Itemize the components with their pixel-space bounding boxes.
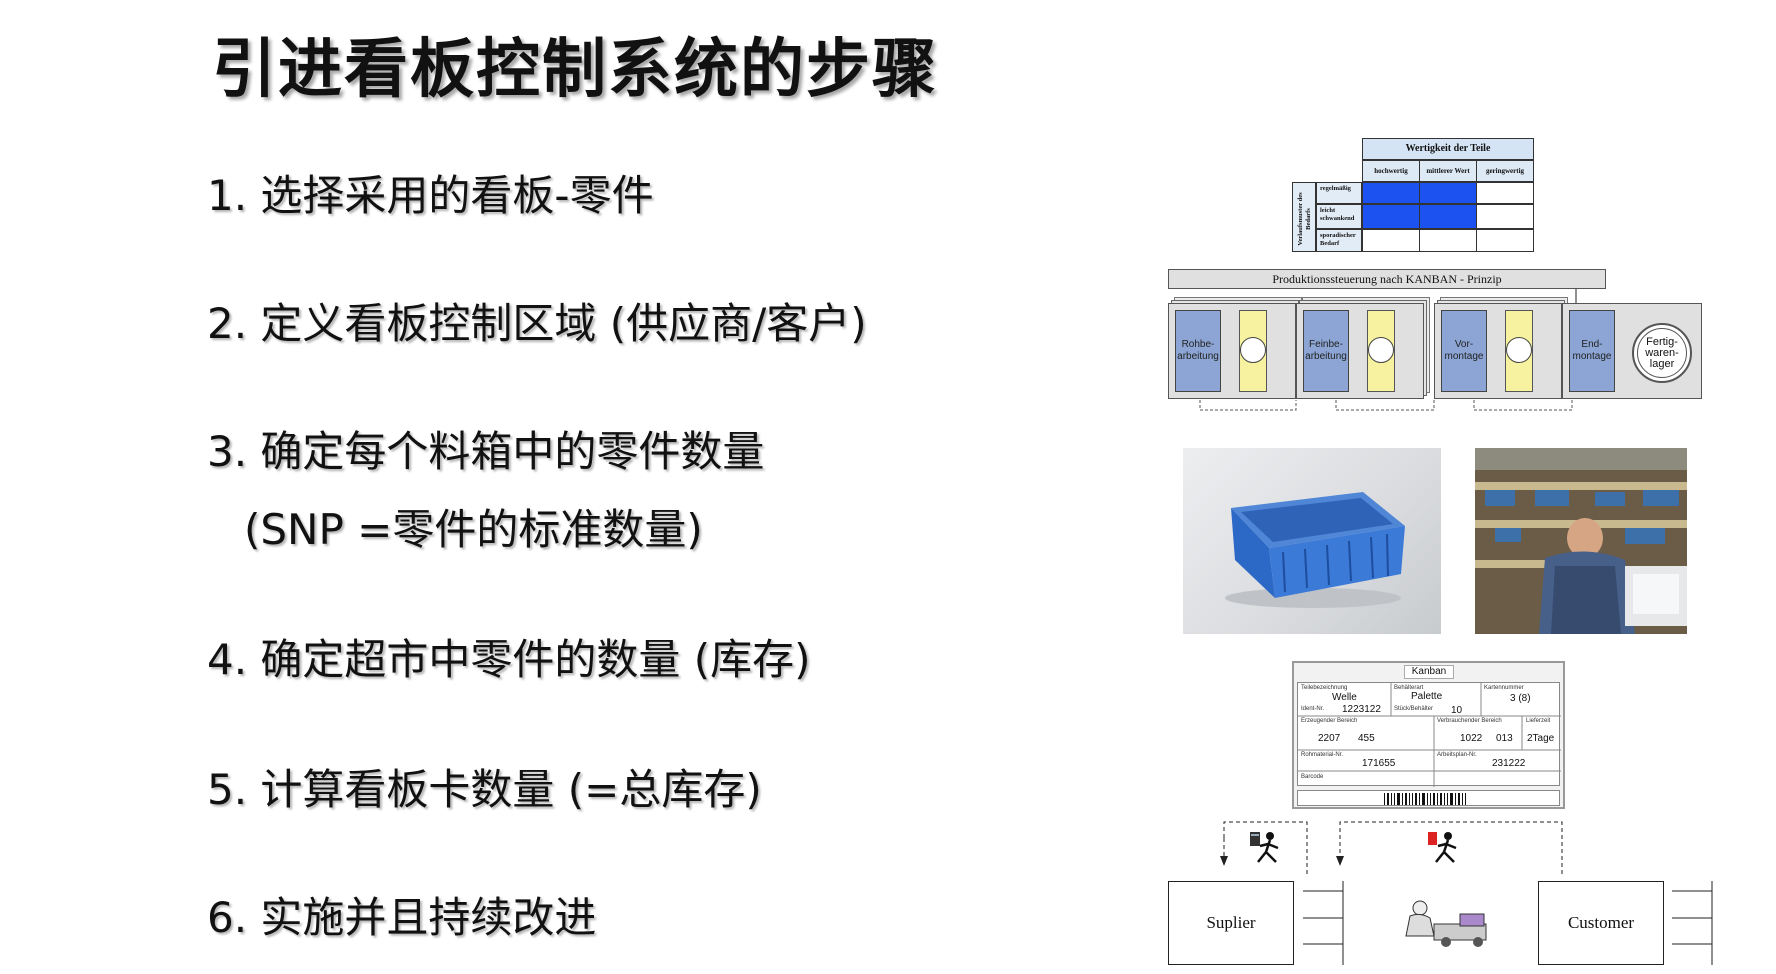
kanban-card-title: Kanban xyxy=(1404,665,1454,679)
stueck-label: Stück/Behälter xyxy=(1394,706,1434,712)
erzeugender-value-a: 2207 xyxy=(1318,733,1341,744)
kanban-card: Kanban Teilebezeichnung Welle Ident-Nr. … xyxy=(1292,661,1565,809)
barcode xyxy=(1297,790,1560,806)
arbeitsplan-value: 231222 xyxy=(1492,758,1526,769)
station-2: Feinbe- arbeitung xyxy=(1296,303,1424,399)
matrix-side-label: Verlaufsmuster des Bedarfs xyxy=(1292,182,1316,252)
matrix-header: Wertigkeit der Teile xyxy=(1362,138,1534,160)
behaelterart-label: Behälterart xyxy=(1394,685,1424,691)
step-2: 2. 定义看板控制区域 (供应商/客户) xyxy=(207,299,867,348)
teilebezeichnung-value: Welle xyxy=(1332,692,1357,703)
barcode-label: Barcode xyxy=(1301,774,1324,780)
station-1: Rohbe- arbeitung xyxy=(1168,303,1296,399)
station-process: End- montage xyxy=(1569,310,1615,392)
station-circle xyxy=(1506,337,1532,363)
verbrauchender-value-b: 013 xyxy=(1496,733,1513,744)
runner-icon xyxy=(1428,832,1457,863)
slide-title: 引进看板控制系统的步骤 xyxy=(212,33,938,107)
station-circle xyxy=(1368,337,1394,363)
ident-label: Ident-Nr. xyxy=(1301,706,1325,712)
station-process: Vor- montage xyxy=(1441,310,1487,392)
rohmaterial-label: Rohmaterial-Nr. xyxy=(1301,752,1344,758)
lieferzeit-value: 2Tage xyxy=(1527,733,1555,744)
teilebezeichnung-label: Teilebezeichnung xyxy=(1301,685,1348,691)
erzeugender-value-b: 455 xyxy=(1358,733,1375,744)
behaelterart-value: Palette xyxy=(1411,691,1443,702)
warehouse-worker-photo xyxy=(1475,448,1687,634)
station-process: Rohbe- arbeitung xyxy=(1175,310,1221,392)
step-1: 1. 选择采用的看板-零件 xyxy=(207,171,654,220)
customer-box: Customer xyxy=(1538,881,1664,965)
forklift-driver-icon xyxy=(1405,900,1487,947)
supplier-box: Suplier xyxy=(1168,881,1294,965)
station-process: Feinbe- arbeitung xyxy=(1303,310,1349,392)
matrix-col-medium: mittlerer Wert xyxy=(1419,160,1477,182)
flow-banner: Produktionssteuerung nach KANBAN - Prinz… xyxy=(1168,269,1606,289)
runner-icon xyxy=(1250,832,1279,863)
matrix-cell xyxy=(1476,182,1534,204)
matrix-cell xyxy=(1362,204,1420,229)
stueck-value: 10 xyxy=(1451,705,1463,716)
verbrauchender-label: Verbrauchender Bereich xyxy=(1437,718,1502,724)
step-3: 3. 确定每个料箱中的零件数量 xyxy=(207,427,765,476)
ident-value: 1223122 xyxy=(1342,704,1381,715)
station-label: Vor- montage xyxy=(1444,339,1484,362)
step-5: 5. 计算看板卡数量 (=总库存) xyxy=(207,765,762,814)
verbrauchender-value-a: 1022 xyxy=(1460,733,1483,744)
blue-bin-photo xyxy=(1183,448,1441,634)
finished-goods-store: Fertig- waren- lager xyxy=(1632,323,1692,383)
rohmaterial-value: 171655 xyxy=(1362,758,1396,769)
matrix-col-low: geringwertig xyxy=(1476,160,1534,182)
lieferzeit-label: Lieferzeit xyxy=(1526,718,1551,724)
step-6: 6. 实施并且持续改进 xyxy=(207,893,597,942)
station-label: Rohbe- arbeitung xyxy=(1177,339,1219,362)
step-4: 4. 确定超市中零件的数量 (库存) xyxy=(207,635,811,684)
matrix-cell xyxy=(1476,229,1534,252)
kartennummer-label: Kartennummer xyxy=(1484,685,1524,691)
station-label: End- montage xyxy=(1572,339,1612,362)
station-3: Vor- montage xyxy=(1434,303,1562,399)
station-circle xyxy=(1240,337,1266,363)
matrix-row-regular: regelmäßig xyxy=(1316,182,1362,204)
step-3-note: (SNP =零件的标准数量) xyxy=(244,505,703,554)
kartennummer-value: 3 (8) xyxy=(1510,693,1531,704)
arbeitsplan-label: Arbeitsplan-Nr. xyxy=(1437,752,1477,758)
matrix-cell xyxy=(1476,204,1534,229)
kanban-card-fields: Teilebezeichnung Welle Ident-Nr. 1223122… xyxy=(1297,682,1561,787)
matrix-row-sporadic: sporadischer Bedarf xyxy=(1316,229,1362,252)
matrix-row-fluctuating: leicht schwankend xyxy=(1316,204,1362,229)
station-label: Feinbe- arbeitung xyxy=(1305,339,1347,362)
matrix-cell xyxy=(1419,204,1477,229)
erzeugender-label: Erzeugender Bereich xyxy=(1301,718,1358,724)
